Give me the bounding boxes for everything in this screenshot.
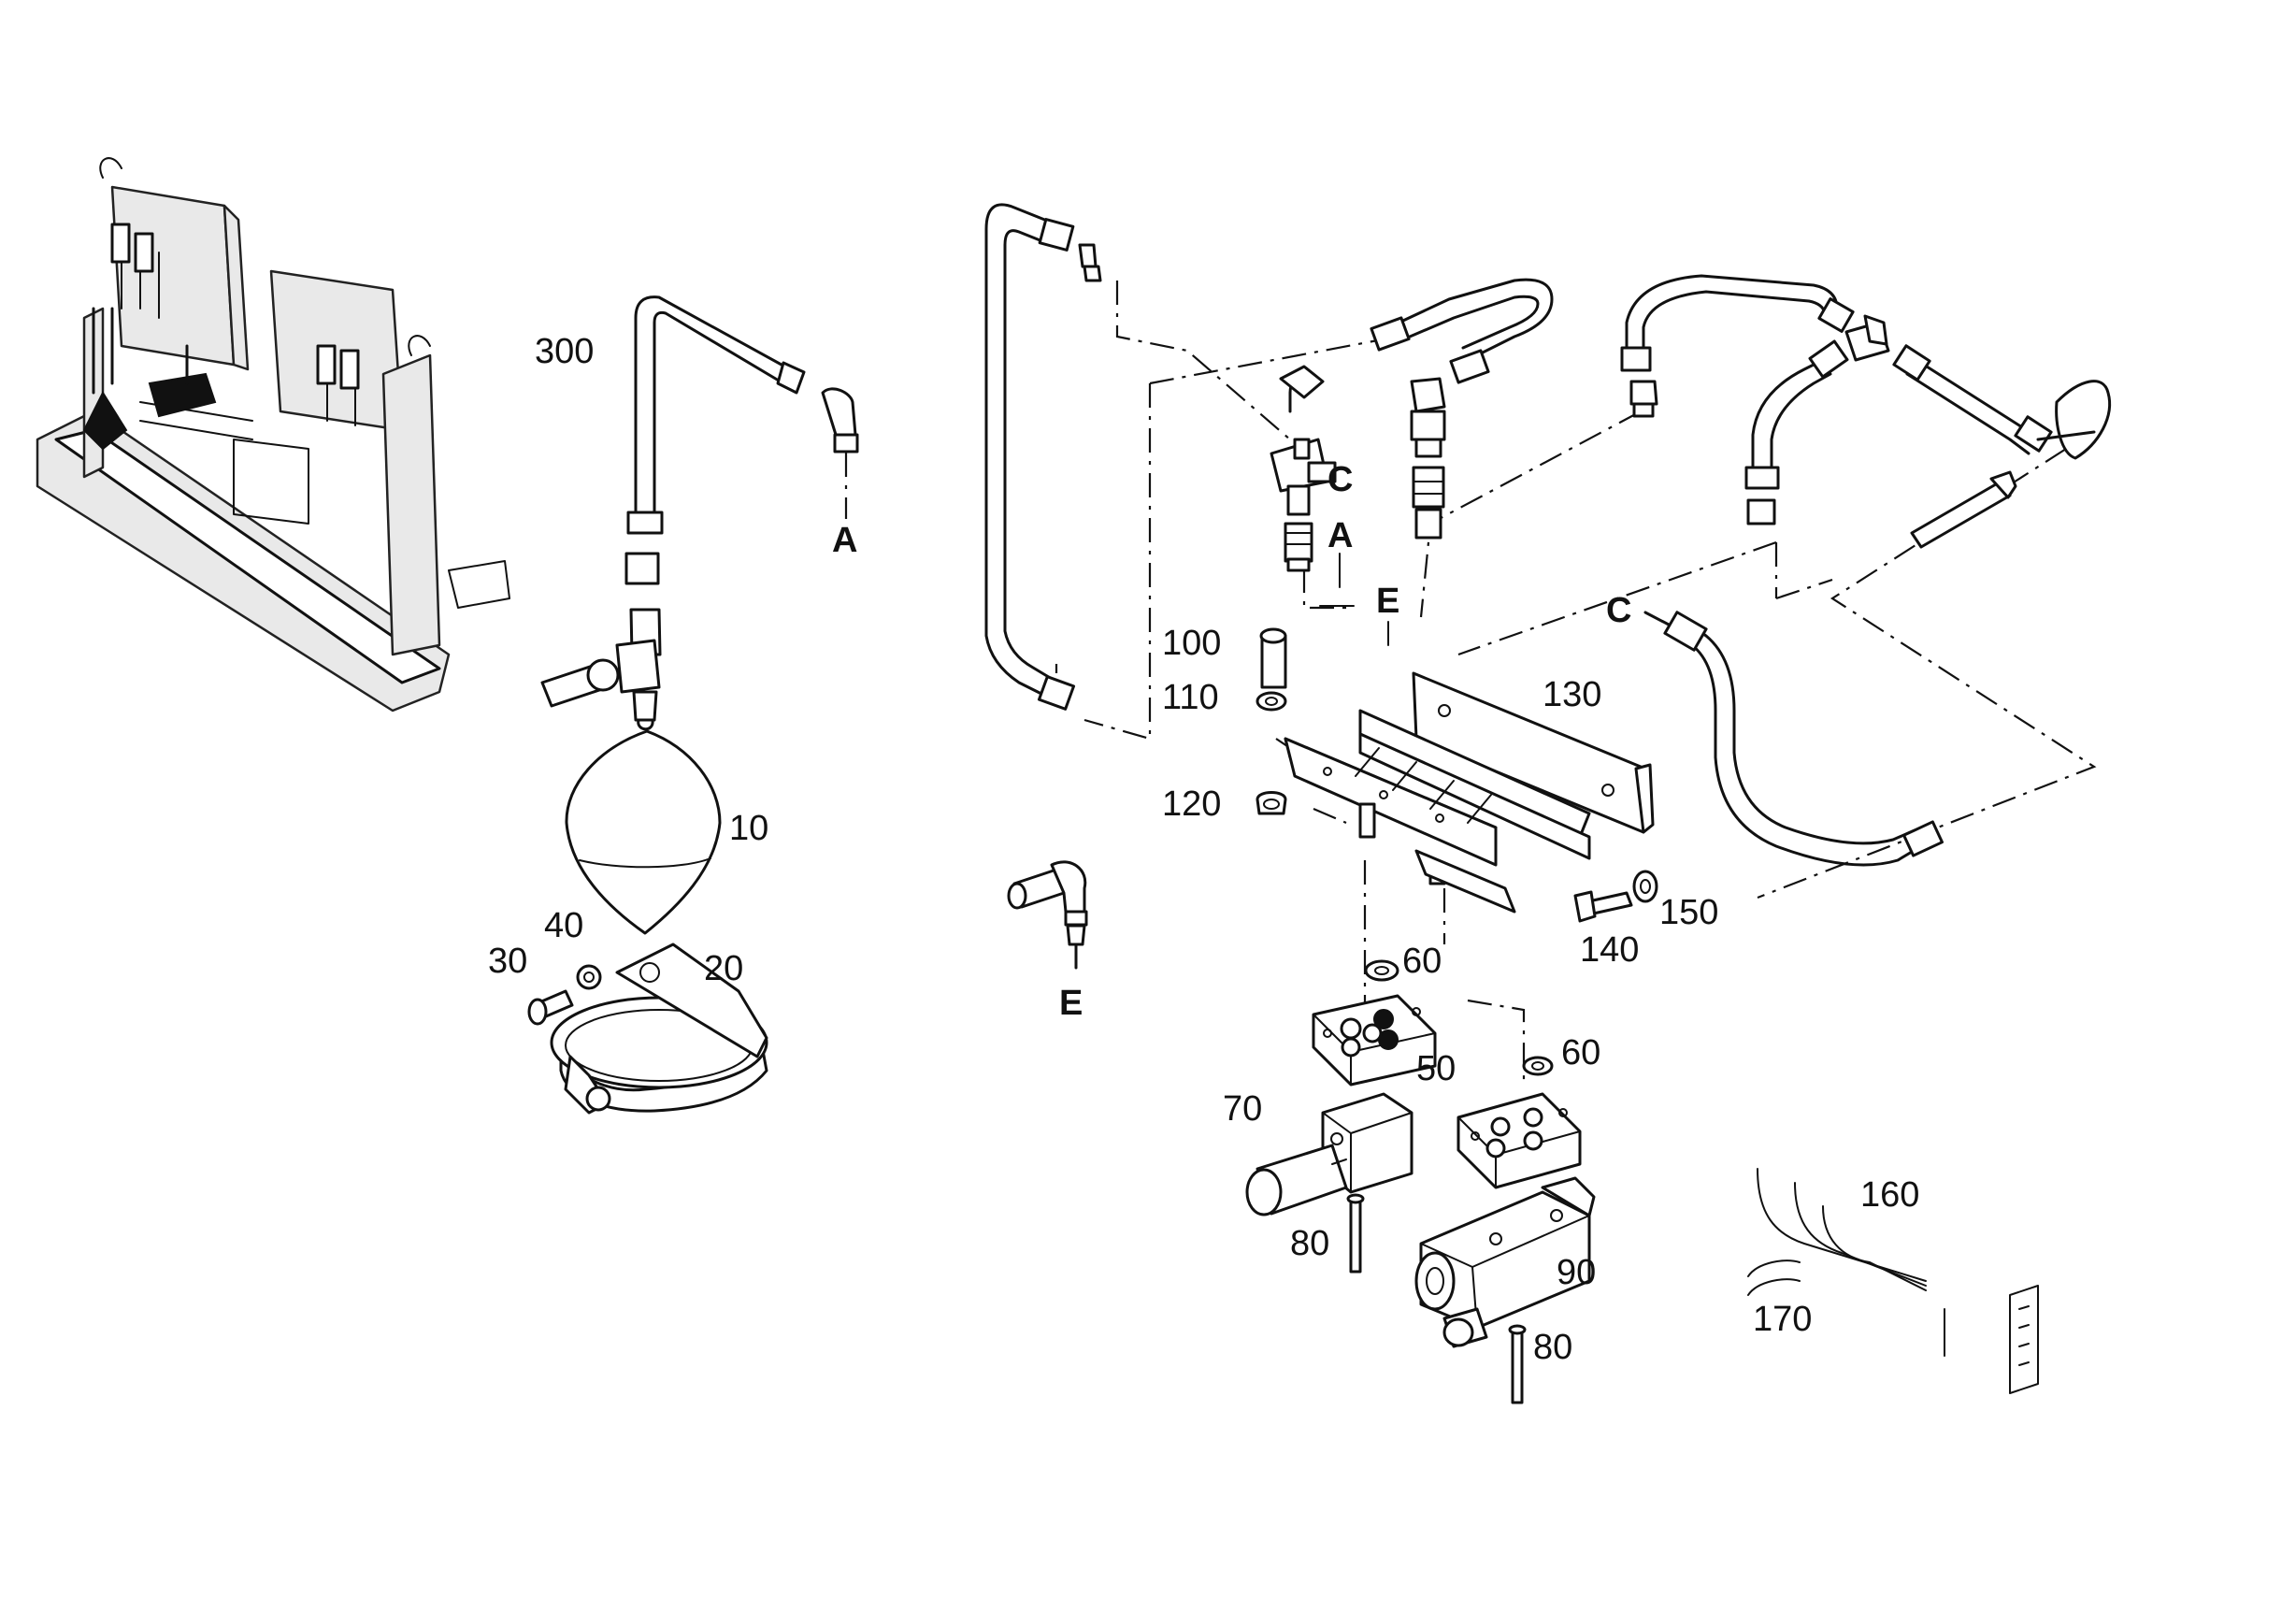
callout-50: 50 xyxy=(1416,1049,1456,1088)
callout-150: 150 xyxy=(1659,893,1718,932)
ref-c-tee: C xyxy=(1327,460,1353,499)
callout-20: 20 xyxy=(704,949,743,988)
ref-e-center: E xyxy=(1376,582,1399,621)
accumulator-fittings xyxy=(540,552,662,731)
ref-e-elbow: E xyxy=(1059,984,1083,1023)
callout-30: 30 xyxy=(488,942,527,981)
callout-130: 130 xyxy=(1543,675,1601,714)
callout-80-b: 80 xyxy=(1533,1328,1572,1367)
mounting-plate-130 xyxy=(1412,671,1655,834)
pipe-u-center xyxy=(1370,278,1554,540)
pipe-right-group xyxy=(1620,274,2111,549)
cable-harness-160-170 xyxy=(1747,1168,2039,1394)
callout-100: 100 xyxy=(1162,624,1221,663)
valve-manifold-50 xyxy=(1312,959,1437,1087)
callout-160: 160 xyxy=(1860,1175,1919,1215)
callout-60-a: 60 xyxy=(1402,942,1442,981)
support-bracket xyxy=(1284,709,1591,914)
callout-110: 110 xyxy=(1162,678,1219,717)
accumulator-sphere xyxy=(565,729,722,935)
part-callouts: 300 10 20 30 40 50 60 60 70 80 80 90 100… xyxy=(488,332,1919,1367)
hardware-small xyxy=(1256,627,1658,923)
callout-300: 300 xyxy=(535,332,594,371)
overview-assembly xyxy=(36,157,510,712)
callout-170: 170 xyxy=(1753,1300,1812,1339)
callout-140: 140 xyxy=(1580,930,1639,970)
ref-c-pipe: C xyxy=(1606,591,1631,630)
callout-60-b: 60 xyxy=(1561,1033,1600,1072)
reference-letters: A A C C E E xyxy=(832,460,1631,1023)
label-ticks xyxy=(1319,553,1389,646)
pump-motor-90 xyxy=(1414,1176,1596,1404)
pipe-c-lower xyxy=(1643,611,1944,867)
accumulator-pipe-300 xyxy=(626,295,859,535)
ref-a-center: A xyxy=(1327,516,1353,555)
callout-80-a: 80 xyxy=(1290,1224,1329,1263)
ref-a-accumulator: A xyxy=(832,521,857,560)
tee-fitting-group xyxy=(1270,365,1337,572)
return-pipe-long xyxy=(984,203,1102,711)
callout-70: 70 xyxy=(1223,1089,1262,1129)
callout-10: 10 xyxy=(729,809,768,848)
accumulator-bracket-clamp xyxy=(527,943,768,1115)
callout-40: 40 xyxy=(544,906,583,945)
callout-120: 120 xyxy=(1162,784,1221,824)
solenoid-valve-70 xyxy=(1245,1092,1413,1274)
elbow-fitting-e xyxy=(1007,860,1088,970)
callout-90: 90 xyxy=(1557,1253,1596,1292)
valve-manifold-second xyxy=(1457,1056,1582,1189)
